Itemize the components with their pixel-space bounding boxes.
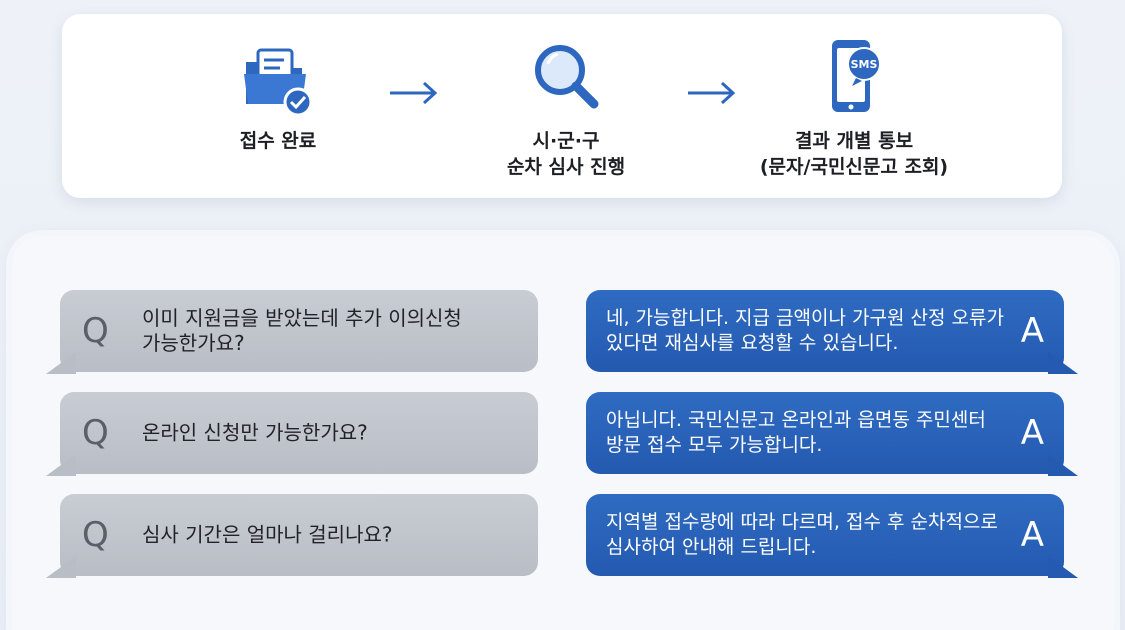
answer-marker: A xyxy=(1020,311,1044,351)
question-marker: Q xyxy=(82,311,109,351)
question-marker: Q xyxy=(82,515,109,555)
answer-bubble: 네, 가능합니다. 지급 금액이나 가구원 산정 오류가 있다면 재심사를 요청… xyxy=(586,290,1078,374)
arrow-right-icon xyxy=(390,81,438,105)
bubble-tail xyxy=(46,454,76,476)
question-marker: Q xyxy=(82,413,109,453)
question-bubble: Q 이미 지원금을 받았는데 추가 이의신청 가능한가요? xyxy=(46,290,538,374)
sms-badge: SMS xyxy=(851,58,878,71)
step-label: 접수 완료 xyxy=(239,130,317,152)
bubble-tail xyxy=(46,352,76,374)
step-result-notification: SMS 결과 개별 통보 (문자/국민신문고 조회) xyxy=(734,34,974,180)
magnifier-icon xyxy=(535,45,599,109)
process-flow-card: 접수 완료 시·군·구 순차 심사 진행 SMS 결과 개별 통보 (문자/국민… xyxy=(62,14,1062,198)
phone-sms-icon: SMS xyxy=(832,40,881,112)
arrow-right-icon xyxy=(688,81,736,105)
bubble-tail xyxy=(1048,352,1078,374)
question-bubble: Q 심사 기간은 얼마나 걸리나요? xyxy=(46,494,538,578)
question-text: 온라인 신청만 가능한가요? xyxy=(142,420,368,445)
bubble-tail xyxy=(1048,454,1078,476)
answer-bubble: 지역별 접수량에 따라 다르며, 접수 후 순차적으로 심사하여 안내해 드립니… xyxy=(586,494,1078,578)
question-bubble: Q 온라인 신청만 가능한가요? xyxy=(46,392,538,476)
answer-text: 네, 가능합니다. 지급 금액이나 가구원 산정 오류가 있다면 재심사를 요청… xyxy=(606,307,1004,354)
step-submission-complete: 접수 완료 xyxy=(158,34,398,154)
folder-check-icon xyxy=(244,48,313,117)
bubble-tail xyxy=(46,556,76,578)
question-text: 심사 기간은 얼마나 걸리나요? xyxy=(142,522,393,547)
answer-text: 지역별 접수량에 따라 다르며, 접수 후 순차적으로 심사하여 안내해 드립니… xyxy=(606,511,998,558)
answer-marker: A xyxy=(1020,515,1044,555)
step-review-progress: 시·군·구 순차 심사 진행 xyxy=(446,34,686,180)
answer-text: 아닙니다. 국민신문고 온라인과 읍면동 주민센터 방문 접수 모두 가능합니다… xyxy=(606,409,986,456)
step-label: 시·군·구 순차 심사 진행 xyxy=(506,130,626,178)
answer-bubble: 아닙니다. 국민신문고 온라인과 읍면동 주민센터 방문 접수 모두 가능합니다… xyxy=(586,392,1078,476)
bubble-tail xyxy=(1048,556,1078,578)
step-label: 결과 개별 통보 (문자/국민신문고 조회) xyxy=(759,130,949,178)
question-text: 이미 지원금을 받았는데 추가 이의신청 가능한가요? xyxy=(142,306,462,355)
answer-marker: A xyxy=(1020,413,1044,453)
